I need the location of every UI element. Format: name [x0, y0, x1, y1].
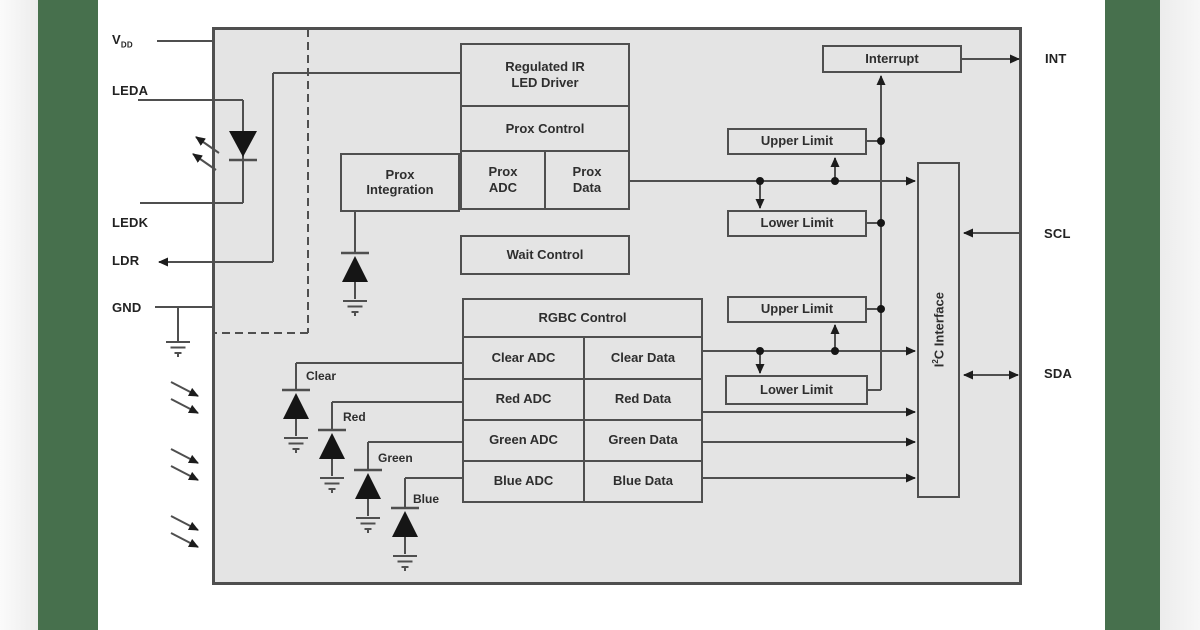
photodiode-label-clear: Clear — [306, 369, 337, 383]
block-wait-control: Wait Control — [460, 235, 630, 275]
block-upper-limit-prox: Upper Limit — [727, 128, 867, 155]
pin-label-scl: SCL — [1044, 226, 1071, 241]
block-lower-limit-prox: Lower Limit — [727, 210, 867, 237]
block-prox-control: Prox Control — [462, 105, 628, 150]
pin-label-leda: LEDA — [112, 83, 149, 98]
block-red-data: Red Data — [583, 378, 701, 419]
i2c-interface-label: I2C Interface — [930, 292, 947, 368]
right-green-band — [1105, 0, 1160, 630]
ground-icon-gnd-pin — [165, 341, 191, 358]
block-lower-limit-rgbc: Lower Limit — [725, 375, 868, 405]
block-clear-data: Clear Data — [583, 336, 701, 378]
pin-label-ldr: LDR — [112, 253, 140, 268]
rgbc-block-stack: RGBC Control Clear ADC Clear Data Red AD… — [462, 298, 703, 503]
photodiode-label-red: Red — [343, 410, 366, 424]
light-out-arrows — [192, 136, 220, 171]
pin-label-int: INT — [1045, 51, 1067, 66]
block-blue-data: Blue Data — [583, 460, 701, 501]
photodiode-icon-clear — [282, 390, 310, 453]
pin-label-gnd: GND — [112, 300, 142, 315]
photodiode-icon-green — [354, 470, 382, 533]
block-upper-limit-rgbc: Upper Limit — [727, 296, 867, 323]
block-prox-data: Prox Data — [544, 150, 628, 208]
block-prox-integration: Prox Integration — [340, 153, 460, 212]
block-blue-adc: Blue ADC — [464, 460, 583, 501]
block-green-data: Green Data — [583, 419, 701, 460]
right-edge-strip — [1160, 0, 1200, 630]
block-prox-adc: Prox ADC — [462, 150, 544, 208]
prox-block-stack: Regulated IR LED Driver Prox Control Pro… — [460, 43, 630, 210]
photodiode-icon-prox — [341, 253, 369, 316]
block-rgbc-control: RGBC Control — [538, 309, 627, 325]
dashed-boundary — [213, 29, 309, 334]
pin-label-ledk: LEDK — [112, 215, 149, 230]
left-green-band — [38, 0, 98, 630]
light-in-arrows — [170, 381, 199, 548]
pin-label-sda: SDA — [1044, 366, 1073, 381]
block-green-adc: Green ADC — [464, 419, 583, 460]
block-red-adc: Red ADC — [464, 378, 583, 419]
block-regulated-ir-led-driver: Regulated IR LED Driver — [505, 59, 585, 90]
photodiode-label-blue: Blue — [413, 492, 440, 506]
left-edge-strip — [0, 0, 38, 630]
block-i2c-interface: I2C Interface — [917, 162, 960, 498]
block-clear-adc: Clear ADC — [464, 336, 583, 378]
ir-led-icon — [229, 131, 257, 162]
photodiode-label-green: Green — [378, 451, 413, 465]
pin-label-vdd: VDD — [112, 32, 133, 50]
block-interrupt: Interrupt — [822, 45, 962, 73]
photodiode-icon-red — [318, 430, 346, 493]
junction-dots — [756, 137, 885, 355]
photodiode-icon-blue — [391, 508, 419, 571]
